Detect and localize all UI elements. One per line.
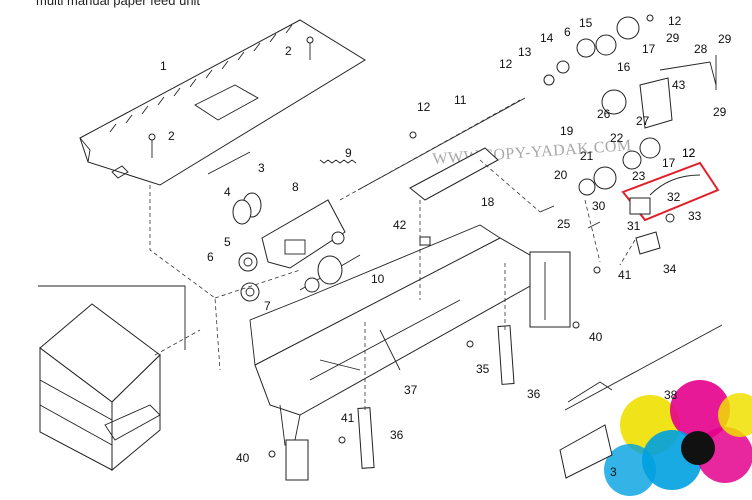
part-feed-roller-10 — [299, 254, 361, 293]
callout-12c: 12 — [668, 14, 682, 28]
part-screws — [148, 36, 314, 158]
callout-22: 22 — [610, 131, 624, 145]
callout-40a: 40 — [589, 330, 603, 344]
callout-31: 31 — [627, 219, 641, 233]
callout-36a: 36 — [527, 387, 541, 401]
callout-33: 33 — [688, 209, 702, 223]
callout-5: 5 — [224, 235, 231, 249]
callout-18: 18 — [481, 195, 495, 209]
callout-37: 37 — [404, 383, 418, 397]
callout-15: 15 — [579, 16, 593, 30]
callout-17a: 17 — [642, 42, 656, 56]
callout-13: 13 — [518, 45, 532, 59]
callout-19: 19 — [560, 124, 574, 138]
callout-3: 3 — [258, 161, 265, 175]
part-roller-4 — [232, 192, 262, 225]
callout-12b: 12 — [499, 57, 513, 71]
callout-41b: 41 — [341, 411, 355, 425]
callout-27: 27 — [636, 114, 650, 128]
part-gear-cluster — [543, 14, 661, 196]
callout-11: 11 — [454, 93, 467, 107]
callout-2b: 2 — [168, 129, 175, 143]
callout-38: 38 — [664, 388, 678, 402]
callout-17b: 17 — [662, 156, 676, 170]
part-spring-9 — [319, 159, 357, 164]
part-bracket-18 — [409, 147, 499, 201]
part-sensor-32-highlight — [621, 161, 720, 222]
part-rod-3 — [207, 151, 251, 175]
callout-32: 32 — [667, 190, 681, 204]
callout-28: 28 — [694, 42, 708, 56]
callout-10: 10 — [371, 272, 385, 286]
callout-35: 35 — [476, 362, 490, 376]
callout-labels: 1 2 2 3 4 5 6 7 8 9 10 11 12 12 12 12 13… — [160, 14, 732, 479]
callout-1: 1 — [160, 59, 167, 73]
part-bracket-28 — [639, 55, 717, 129]
callout-3b: 3 — [610, 465, 617, 479]
callout-26: 26 — [597, 107, 611, 121]
callout-16: 16 — [617, 60, 631, 74]
callout-43: 43 — [672, 78, 686, 92]
callout-12a: 12 — [417, 100, 431, 114]
callout-29a: 29 — [666, 31, 680, 45]
callout-12e: 12 — [682, 146, 696, 160]
callout-9: 9 — [345, 146, 352, 160]
part-bracket-8 — [261, 199, 346, 269]
callout-14: 14 — [540, 31, 554, 45]
callout-30: 30 — [592, 199, 606, 213]
part-tray-cover — [79, 19, 366, 186]
part-sliders-36 — [285, 325, 515, 481]
guide-lines — [149, 99, 636, 410]
callout-34: 34 — [663, 262, 677, 276]
callout-29b: 29 — [718, 32, 732, 46]
diagram-title: multi manual paper feed unit — [36, 0, 201, 8]
callout-40b: 40 — [236, 451, 250, 465]
callout-7: 7 — [264, 299, 271, 313]
callout-6b: 6 — [564, 25, 571, 39]
machine-overview-sketch — [38, 285, 186, 472]
part-rail-38 — [559, 324, 723, 479]
callout-21: 21 — [580, 149, 594, 163]
callout-2a: 2 — [285, 44, 292, 58]
callout-36b: 36 — [390, 428, 404, 442]
part-small-components — [268, 205, 675, 458]
callout-42: 42 — [393, 218, 407, 232]
part-main-frame-37 — [249, 224, 571, 446]
callout-8: 8 — [292, 180, 299, 194]
callout-6a: 6 — [207, 250, 214, 264]
callout-20: 20 — [554, 168, 568, 182]
callout-25: 25 — [557, 217, 571, 231]
color-logo — [604, 380, 752, 496]
callout-4: 4 — [224, 185, 231, 199]
callout-41a: 41 — [618, 268, 632, 282]
callout-12d: 12 — [682, 146, 696, 160]
callout-23: 23 — [632, 169, 646, 183]
callout-29c: 29 — [713, 105, 727, 119]
part-gears-5-7 — [238, 252, 260, 302]
